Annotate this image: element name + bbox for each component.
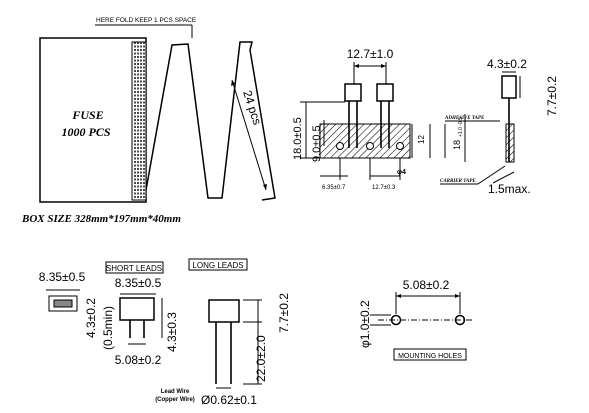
- carrier-tape: [319, 123, 411, 159]
- lead-wire-label: Lead Wire: [161, 389, 190, 395]
- short-top-view-mark: [53, 299, 73, 308]
- fuse-body-2: [376, 83, 394, 102]
- short-leads-title-box: [105, 261, 164, 274]
- short-body: [119, 297, 155, 321]
- long-leads-title-box: [188, 258, 248, 271]
- mount-hole-dia-label: φ1.0±0.2: [358, 300, 372, 348]
- tape-hole-pitch-label: 12.7±0.3: [372, 185, 396, 191]
- long-leads-title: LONG LEADS: [192, 261, 243, 270]
- arrow: [354, 64, 359, 68]
- tape-lead-pitch-label: 12.7±1.0: [347, 47, 394, 61]
- arrow: [455, 294, 460, 298]
- fold-note: HERE FOLD KEEP 1 PCS SPACE: [96, 17, 197, 24]
- side-tape-section: [505, 123, 515, 163]
- tape-hole-height-label: 9.0±0.5: [311, 125, 323, 162]
- fold-zigzag: [145, 41, 276, 201]
- adhesive-tape-label: ADHESIVE TAPE: [444, 116, 485, 121]
- fold-pitch-label: 24 pcs: [240, 89, 264, 127]
- mount-pitch-label: 5.08±0.2: [403, 278, 450, 292]
- mounting-title-box: [393, 348, 467, 361]
- fold-pitch-arrow-top: [231, 80, 235, 86]
- sprocket-hole-2: [366, 142, 374, 150]
- tape-max-thickness-label: 1.5max.: [488, 182, 531, 196]
- tape-side-height-tol: +1.0 -0.5: [458, 117, 464, 137]
- mounting-title: MOUNTING HOLES: [398, 353, 462, 360]
- box-label-fuse: FUSE: [71, 108, 103, 122]
- short-width-top-label: 8.35±0.5: [39, 270, 86, 284]
- sprocket-hole-1: [336, 142, 344, 150]
- long-body: [208, 299, 240, 323]
- box-label-quantity: 1000 PCS: [61, 125, 110, 139]
- side-body-height-label: 7.7±0.2: [545, 76, 559, 116]
- tape-offset-left-label: 6.35±0.7: [322, 185, 346, 191]
- copper-wire-label: (Copper Wire): [155, 397, 195, 403]
- packaging-section: HERE FOLD KEEP 1 PCS SPACE FUSE 1000 PCS…: [21, 17, 276, 225]
- fold-pitch-dim-line: [231, 79, 267, 191]
- box-size-label: BOX SIZE 328mm*197mm*40mm: [21, 213, 181, 225]
- mounting-section: 5.08±0.2 φ1.0±0.2 MOUNTING HOLES: [358, 278, 472, 361]
- tape-width-label: 12: [417, 135, 426, 144]
- short-pitch-label: 5.08±0.2: [115, 353, 162, 367]
- side-body-width-label: 4.3±0.2: [487, 57, 527, 71]
- fanfold-stack: [131, 41, 147, 201]
- tape-side-height-label: 18: [452, 140, 462, 150]
- long-lead-dia-label: Ø0.62±0.1: [201, 393, 257, 407]
- side-fuse-body: [501, 75, 517, 99]
- carrier-tape-label: CARRIER TAPE: [440, 179, 476, 184]
- long-lead-len-label: 22.0±2.0: [254, 335, 268, 382]
- tape-section: 12.7±1.0 18.0±0.5 9.0±0.5 6: [292, 47, 559, 196]
- short-lead-len-label: 4.3±0.3: [165, 312, 179, 352]
- short-leads-section: SHORT LEADS 8.35±0.5 8.35±0.5 4.3±0.2 (0…: [39, 261, 179, 367]
- carton-box: [39, 37, 147, 203]
- arrow: [396, 294, 401, 298]
- long-leads-section: LONG LEADS 7.7±0.2 22.0±2.0 Lead Wire (C…: [155, 258, 291, 407]
- tape-hole-dia-label: φ4: [397, 169, 406, 176]
- short-lead-min-label: (0.5min): [101, 306, 115, 350]
- long-height-label: 7.7±0.2: [277, 293, 291, 333]
- fuse-body-1: [344, 83, 362, 102]
- tape-height-total-label: 18.0±0.5: [292, 117, 304, 160]
- short-width-body-label: 8.35±0.5: [115, 276, 162, 290]
- sprocket-hole-3: [396, 142, 404, 150]
- short-depth-label: 4.3±0.2: [84, 298, 98, 338]
- thickness-leader: [492, 171, 515, 184]
- carrier-leader: [477, 165, 506, 185]
- fold-pitch-arrow-bottom: [263, 184, 267, 190]
- arrow: [381, 64, 386, 68]
- short-leads-title: SHORT LEADS: [106, 264, 162, 273]
